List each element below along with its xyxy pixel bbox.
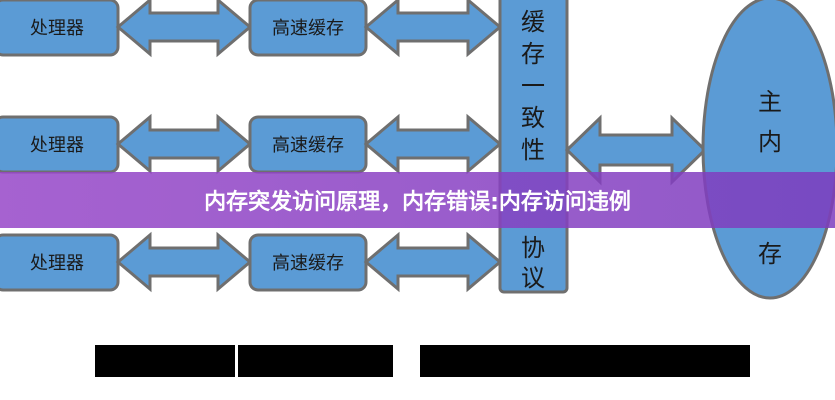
- cache-label: 高速缓存: [272, 253, 344, 274]
- coherence-label-char: 存: [521, 40, 545, 68]
- processor-label: 处理器: [30, 18, 84, 39]
- cache-label: 高速缓存: [272, 135, 344, 156]
- memory-label-char: 内: [758, 128, 782, 156]
- cache-coherence-arrow: [363, 0, 503, 58]
- processor-cache-arrow: [115, 113, 253, 175]
- coherence-label-char: 性: [521, 136, 545, 164]
- banner-title: 内存突发访问原理，内存错误:内存访问违例: [204, 190, 631, 215]
- coherence-label-char: 致: [521, 104, 545, 132]
- memory-label-char: 主: [758, 88, 782, 116]
- cache-coherence-arrow: [363, 231, 503, 293]
- processor-label: 处理器: [30, 135, 84, 156]
- coherence-label-char: 缓: [521, 8, 545, 36]
- processor-cache-arrow: [115, 231, 253, 293]
- coherence-label-char: 一: [521, 72, 545, 100]
- processor-label: 处理器: [30, 253, 84, 274]
- memory-label-char: 存: [758, 240, 782, 268]
- coherence-label-char: 协: [521, 234, 545, 262]
- cache-coherence-arrow: [363, 113, 503, 175]
- coherence-label-char: 议: [521, 264, 545, 292]
- pixelated-caption: [95, 345, 750, 377]
- cache-label: 高速缓存: [272, 18, 344, 39]
- processor-cache-arrow: [115, 0, 253, 58]
- title-banner: 内存突发访问原理，内存错误:内存访问违例: [0, 172, 835, 228]
